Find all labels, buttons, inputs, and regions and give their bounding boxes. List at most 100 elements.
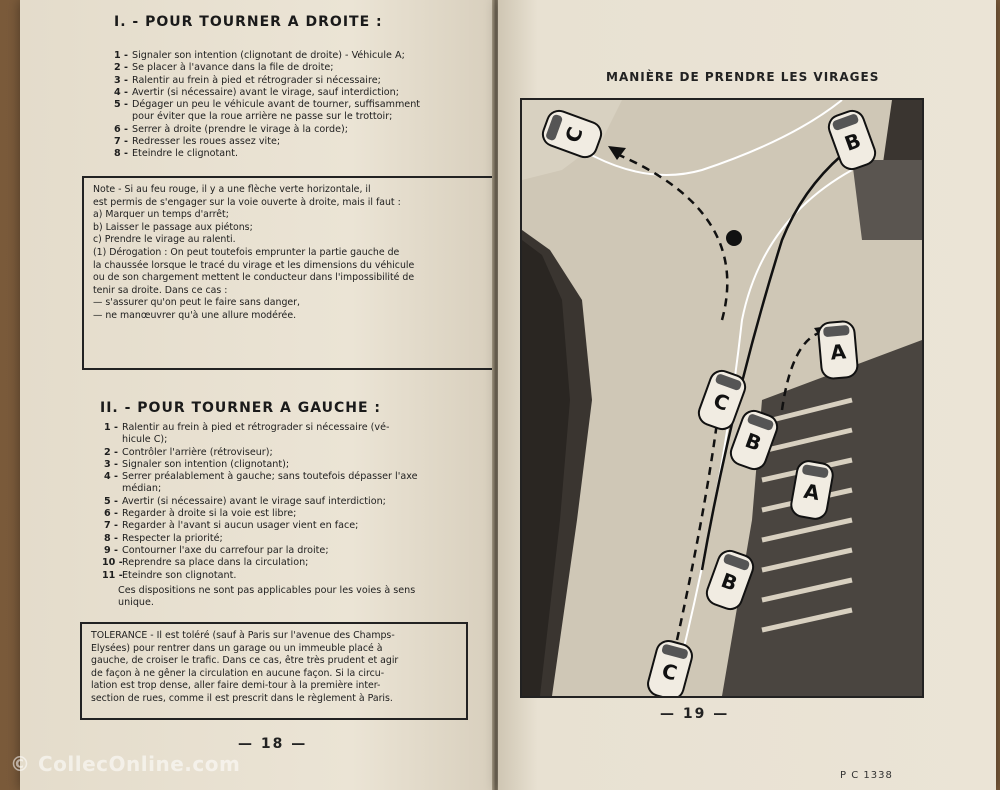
list-item: 7 - Redresser les roues assez vite;	[112, 136, 420, 148]
text-line: la chaussée lorsque le tracé du virage e…	[93, 259, 415, 271]
list-item: 1 - Signaler son intention (clignotant de…	[112, 50, 420, 62]
car-c: C	[541, 109, 603, 159]
list-item: 11 -Eteindre son clignotant.	[102, 570, 418, 582]
text-line: — ne manœuvrer qu'à une allure modérée.	[93, 309, 297, 321]
text-line: Ces dispositions ne sont pas applicables…	[118, 585, 416, 596]
list-item: 4 - Avertir (si nécessaire) avant le vira…	[112, 87, 420, 99]
text-line: de façon à ne gêner la circulation en au…	[91, 667, 385, 679]
text-line: gauche, de croiser le trafic. Dans ce ca…	[91, 655, 399, 667]
list-item: 4 - Serrer préalablement à gauche; sans t…	[102, 471, 418, 483]
list-item-number: 4 -	[114, 86, 128, 98]
car-label: C	[659, 658, 679, 685]
text-line: — s'assurer qu'on peut le faire sans dan…	[93, 297, 300, 309]
watermark: © CollecOnline.com	[10, 752, 241, 776]
car-a: A	[790, 460, 834, 520]
car-a: A	[817, 320, 859, 380]
list-item-number: 6 -	[114, 123, 128, 135]
text-line: est permis de s'engager sur la voie ouve…	[93, 196, 401, 208]
list-item-number: 10 -	[102, 557, 123, 569]
car-label: A	[802, 479, 822, 505]
list-item-text: Eteindre son clignotant.	[122, 569, 237, 581]
page-number-left: — 18 —	[238, 736, 308, 752]
list-item-number: 1 -	[114, 50, 128, 61]
list-item: 6 - Serrer à droite (prendre le virage à …	[112, 124, 420, 136]
list-item: 2 - Se placer à l'avance dans la file de …	[112, 62, 420, 74]
note-text: Note - Si au feu rouge, il y a une flèch…	[93, 184, 483, 323]
list-item: 2 - Contrôler l'arrière (rétroviseur);	[102, 447, 418, 459]
list-item: 9 - Contourner l'axe du carrefour par la …	[102, 545, 418, 557]
list-item-text: Avertir (si nécessaire) avant le virage …	[122, 495, 386, 507]
list-item: 3 -Signaler son intention (clignotant);	[102, 459, 418, 471]
list-item: pour éviter que la roue arrière ne passe…	[112, 111, 420, 123]
list-item-text: Respecter la priorité;	[122, 532, 223, 544]
text-line: (1) Dérogation : On peut toutefois empru…	[93, 246, 400, 258]
intersection-illustration: CBACBABCA	[520, 98, 924, 698]
section2-list: 1 - Ralentir au frein à pied et rétrograd…	[102, 422, 418, 582]
car-c: C	[647, 639, 693, 696]
list-item-text: Regarder à droite si la voie est libre;	[122, 508, 297, 520]
intersection-diagram: CBACBABCA	[522, 100, 922, 696]
text-line: Elysées) pour rentrer dans un garage ou …	[91, 642, 383, 654]
text-line: a) Marquer un temps d'arrêt;	[93, 209, 229, 221]
list-item-text: Avertir (si nécessaire) avant le virage,…	[132, 86, 399, 98]
list-item-text: Serrer à droite (prendre le virage à la …	[132, 123, 348, 135]
list-item: 3 -Ralentir au frein à pied et rétrograd…	[112, 75, 420, 87]
list-item-number: 9 -	[104, 544, 118, 556]
note-box: Note - Si au feu rouge, il y a une flèch…	[82, 176, 494, 370]
text-line: TOLERANCE - Il est toléré (sauf à Paris …	[91, 630, 395, 641]
tolerance-box: TOLERANCE - Il est toléré (sauf à Paris …	[80, 622, 468, 720]
list-item-text: pour éviter que la roue arrière ne passe…	[132, 111, 393, 123]
center-marker	[726, 230, 742, 246]
list-item-text: Ralentir au frein à pied et rétrograder …	[122, 422, 390, 433]
list-item-text: Eteindre le clignotant.	[132, 148, 239, 160]
list-item-number: 4 -	[104, 471, 118, 483]
list-item: 8 - Respecter la priorité;	[102, 533, 418, 545]
list-item-text: Serrer préalablement à gauche; sans tout…	[122, 471, 418, 483]
list-item-text: Reprendre sa place dans la circulation;	[122, 557, 309, 569]
list-item-text: Signaler son intention (clignotant de dr…	[132, 50, 405, 61]
list-item-text: Redresser les roues assez vite;	[132, 136, 281, 148]
list-item-number: 11 -	[102, 569, 123, 581]
list-item-number: 8 -	[114, 148, 128, 160]
list-item: 5 - Dégager un peu le véhicule avant de t…	[112, 99, 420, 111]
list-item-text: médian;	[122, 483, 162, 495]
car-c: C	[697, 369, 747, 431]
list-item-number: 7 -	[104, 520, 118, 532]
list-item-text: Contrôler l'arrière (rétroviseur);	[122, 446, 273, 458]
list-item-text: Dégager un peu le véhicule avant de tour…	[132, 99, 421, 111]
text-line: section de rues, comme il est prescrit d…	[91, 692, 393, 704]
section1-list: 1 - Signaler son intention (clignotant de…	[112, 50, 420, 161]
list-item-number: 5 -	[114, 99, 128, 111]
list-item-number: 1 -	[104, 422, 118, 433]
list-item: 6 - Regarder à droite si la voie est libr…	[102, 508, 418, 520]
list-item-number: 2 -	[104, 446, 118, 458]
left-page: I. - POUR TOURNER A DROITE : 1 -Signaler…	[20, 0, 494, 790]
list-item-text: hicule C);	[122, 434, 168, 446]
section2-title: II. - POUR TOURNER A GAUCHE :	[100, 400, 382, 416]
list-item: 7 - Regarder à l'avant si aucun usager vi…	[102, 520, 418, 532]
list-item-text: Se placer à l'avance dans la file de dro…	[132, 62, 334, 74]
list-item-number: 2 -	[114, 62, 128, 74]
text-line: lation est trop dense, aller faire demi-…	[91, 680, 381, 692]
text-line: ou de son chargement mettent le conducte…	[93, 272, 415, 284]
list-item: 10 -Reprendre sa place dans la circulati…	[102, 557, 418, 569]
list-item: médian;	[102, 483, 418, 495]
car-b: B	[705, 549, 755, 611]
list-item: 1 - Ralentir au frein à pied et rétrograd…	[102, 422, 418, 434]
car-b: B	[729, 409, 779, 471]
list-item-number: 5 -	[104, 495, 118, 507]
text-line: c) Prendre le virage au ralenti.	[93, 234, 236, 246]
list-item-number: 3 -	[104, 458, 118, 470]
list-item-text: Contourner l'axe du carrefour par la dro…	[122, 544, 329, 556]
list-item-text: Regarder à l'avant si aucun usager vient…	[122, 520, 359, 532]
list-item-text: Ralentir au frein à pied et rétrograder …	[132, 74, 381, 86]
list-item-number: 6 -	[104, 508, 118, 520]
text-line: tenir sa droite. Dans ce cas :	[93, 284, 228, 296]
book-spine	[492, 0, 500, 790]
list-item: 5 - Avertir (si nécessaire) avant le vira…	[102, 496, 418, 508]
car-b: B	[827, 109, 877, 171]
page-reference: P C 1338	[840, 770, 893, 781]
tolerance-text: TOLERANCE - Il est toléré (sauf à Paris …	[91, 630, 457, 706]
list-item-number: 8 -	[104, 532, 118, 544]
list-item-number: 7 -	[114, 136, 128, 148]
